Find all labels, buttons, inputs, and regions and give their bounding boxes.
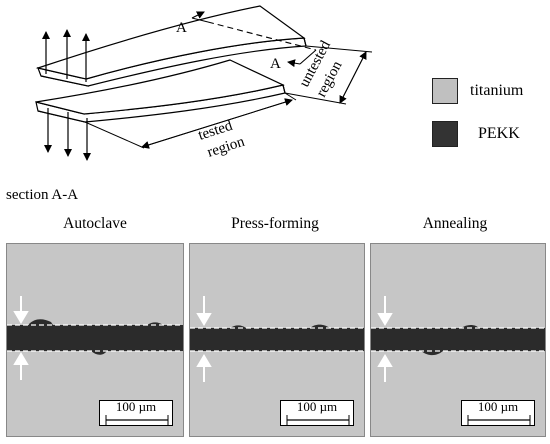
scale-bar-press-forming: 100 µm: [280, 400, 354, 426]
scale-bar-label: 100 µm: [477, 399, 519, 414]
micrograph-press-forming: 100 µm: [189, 243, 365, 437]
panel-title-press-forming: Press-forming: [231, 215, 319, 232]
micrograph-autoclave: 100 µm: [6, 243, 184, 437]
panel-title-autoclave: Autoclave: [63, 215, 127, 232]
section-cut-line: [191, 11, 317, 68]
section-label: section A-A: [6, 187, 79, 203]
load-arrows-upper: [42, 29, 90, 82]
scale-bar-autoclave: 100 µm: [99, 400, 173, 426]
panel-title-annealing: Annealing: [422, 215, 488, 232]
load-arrows-lower: [44, 108, 91, 161]
tested-region-dimension: [84, 92, 297, 149]
legend-label-pekk: PEKK: [478, 125, 520, 142]
legend-label-titanium: titanium: [470, 82, 524, 99]
upper-adherend: [35, 5, 307, 87]
lap-joint-schematic: A A untested region tested region: [35, 5, 373, 161]
section-marker-bottom: A: [270, 56, 281, 72]
micrograph-annealing: 100 µm: [370, 243, 546, 437]
lower-adherend: [35, 59, 286, 123]
section-marker-top: A: [176, 20, 187, 36]
untested-region-dimension: [284, 45, 373, 105]
scale-bar-label: 100 µm: [296, 399, 338, 414]
legend-swatch-titanium: [432, 78, 458, 104]
scale-bar-label: 100 µm: [115, 399, 157, 414]
scale-bar-annealing: 100 µm: [461, 400, 535, 426]
legend-swatch-pekk: [432, 121, 458, 147]
